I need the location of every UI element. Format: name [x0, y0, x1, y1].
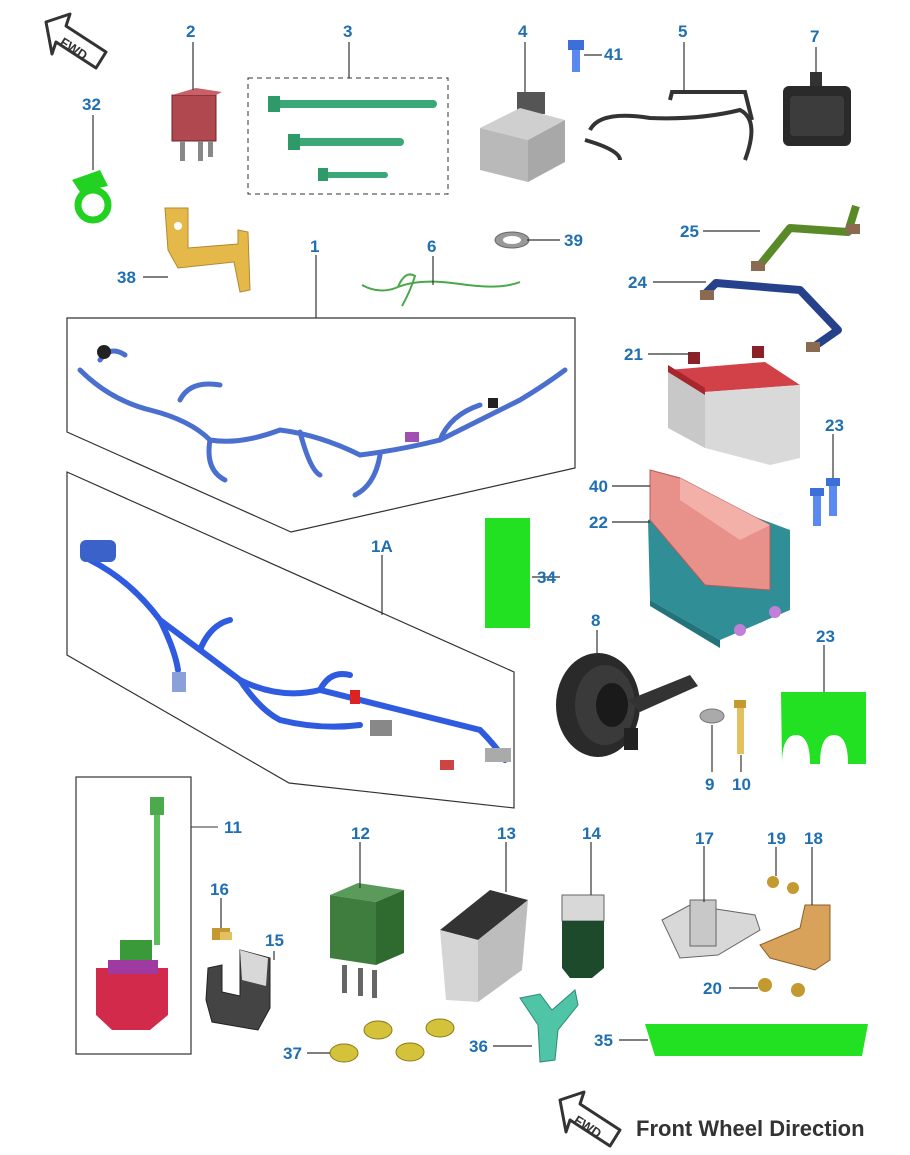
label-part-22: 22 [589, 513, 608, 532]
label-part-15: 15 [265, 931, 284, 950]
fwd-arrow-icon: FWD [44, 12, 108, 70]
label-part-20: 20 [703, 979, 722, 998]
label-part-19: 19 [767, 829, 786, 848]
label-part-4: 4 [518, 22, 528, 41]
label-part-14: 14 [582, 824, 601, 843]
part-23-green-bracket [781, 692, 866, 764]
label-part-25: 25 [680, 222, 699, 241]
part-18-bracket [759, 904, 831, 971]
part-40-battery-tray [649, 469, 771, 591]
label-part-38: 38 [117, 268, 136, 287]
label-part-23-bolts: 23 [825, 416, 844, 435]
label-part-23-bracket: 23 [816, 627, 835, 646]
label-part-40: 40 [589, 477, 608, 496]
part-41-bolt [568, 40, 584, 72]
label-part-13: 13 [497, 824, 516, 843]
label-part-10: 10 [732, 775, 751, 794]
part-34-green-panel [485, 518, 530, 628]
label-part-3: 3 [343, 22, 353, 41]
label-part-18: 18 [804, 829, 823, 848]
label-part-12: 12 [351, 824, 370, 843]
label-part-24: 24 [628, 273, 647, 292]
label-part-8: 8 [591, 611, 601, 630]
part-19-screws [767, 876, 799, 894]
part-32-green-clip [72, 170, 112, 224]
label-part-1a: 1A [371, 537, 393, 556]
part-12-green-relay [330, 883, 404, 998]
part-9-washer [699, 708, 725, 724]
part-1a-harness-frame [66, 471, 515, 809]
part-24-battery-cable [700, 279, 842, 352]
part-35-green-strip [645, 1024, 868, 1056]
label-part-9: 9 [705, 775, 715, 794]
part-1-harness-frame [66, 317, 576, 533]
label-part-32: 32 [82, 95, 101, 114]
part-21-battery [668, 346, 800, 465]
part-2-relay-red [171, 88, 222, 161]
part-5-cable [584, 90, 754, 161]
part-14-connector [561, 894, 605, 978]
part-6-wire [361, 273, 521, 307]
label-part-11: 11 [224, 818, 242, 837]
part-20-screws [758, 978, 805, 997]
part-11-sensor-assembly [96, 797, 168, 1030]
part-4-control-module [480, 92, 565, 182]
front-wheel-direction-icon: FWD [558, 1090, 622, 1148]
part-16-bolt [212, 928, 232, 940]
label-part-34: 34 [537, 568, 556, 587]
label-part-16: 16 [210, 880, 229, 899]
label-part-1: 1 [310, 237, 320, 256]
part-1-connectors [97, 345, 498, 442]
part-37-nuts [329, 1018, 455, 1063]
part-17-bracket [661, 899, 761, 959]
label-part-39: 39 [564, 231, 583, 250]
part-1a-main-harness [87, 557, 508, 763]
part-7-black-module [783, 72, 851, 146]
front-wheel-direction-label: Front Wheel Direction [636, 1116, 865, 1141]
label-part-36: 36 [469, 1037, 488, 1056]
label-part-41: 41 [604, 45, 623, 64]
leader-lines [92, 42, 834, 1054]
label-part-37: 37 [283, 1044, 302, 1063]
part-1a-connectors [80, 540, 511, 770]
part-15-bracket [205, 949, 271, 1031]
part-39-washer [494, 231, 530, 249]
label-part-6: 6 [427, 237, 437, 256]
part-36-teal-bracket [519, 989, 579, 1063]
part-13-connector [440, 890, 528, 1002]
label-part-2: 2 [186, 22, 196, 41]
label-part-21: 21 [624, 345, 643, 364]
part-38-gold-bracket [164, 207, 251, 293]
label-part-17: 17 [695, 829, 714, 848]
label-part-5: 5 [678, 22, 688, 41]
label-part-7: 7 [810, 27, 820, 46]
part-25-ground-cable [751, 204, 860, 271]
part-23-bolts [810, 478, 840, 526]
label-part-35: 35 [594, 1031, 613, 1050]
part-10-bolt [734, 700, 746, 754]
part-3-cable-ties [247, 77, 449, 195]
part-8-horn [556, 653, 698, 757]
